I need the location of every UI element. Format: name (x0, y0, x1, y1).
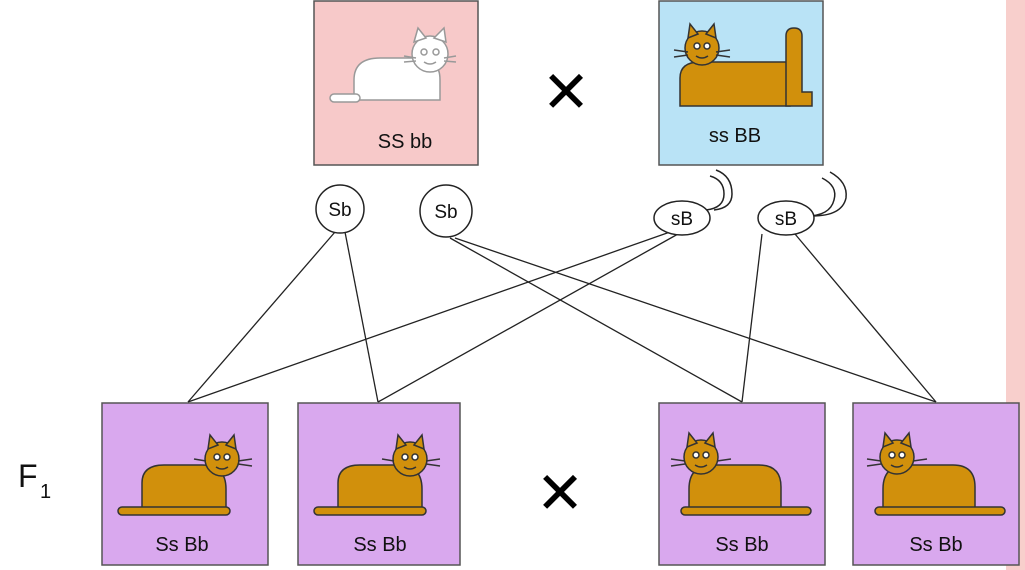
offspring-card-1: Ss Bb (101, 402, 269, 566)
parent-left-genotype: SS bb (378, 131, 432, 153)
parent-white-cat-card: SS bb (313, 0, 479, 166)
offspring-3-genotype: Ss Bb (715, 534, 768, 556)
line-g4-o3 (741, 233, 763, 403)
cross-lines (187, 231, 937, 403)
white-cat-icon (329, 26, 457, 103)
gamete-3-label: sB (671, 209, 693, 230)
line-g3-o2 (377, 233, 679, 403)
generation-subscript: 1 (40, 481, 51, 503)
orange-cat-icon (670, 431, 812, 516)
offspring-1-genotype: Ss Bb (155, 534, 208, 556)
gamete-1: Sb (315, 184, 365, 234)
orange-cat-icon (117, 433, 253, 516)
line-g2-o3 (449, 237, 743, 403)
orange-cat-icon (673, 22, 813, 107)
parent-cross-symbol: ✕ (542, 58, 591, 126)
line-g4-o4 (794, 233, 937, 403)
generation-prefix: F (18, 458, 38, 494)
parent-right-genotype: ss BB (709, 125, 761, 147)
offspring-cross-symbol: ✕ (536, 459, 585, 527)
gamete-3: sB (653, 169, 733, 236)
orange-cat-icon (866, 431, 1006, 516)
gamete-4-label: sB (775, 209, 797, 230)
offspring-card-4: Ss Bb (852, 402, 1020, 566)
gamete-1-label: Sb (328, 200, 351, 221)
offspring-2-genotype: Ss Bb (353, 534, 406, 556)
gamete-2-label: Sb (434, 202, 457, 223)
generation-label: F 1 (18, 458, 51, 503)
line-g3-o1 (187, 231, 671, 403)
offspring-4-genotype: Ss Bb (909, 534, 962, 556)
line-g1-o2 (344, 231, 379, 403)
line-g2-o4 (454, 237, 937, 403)
parent-orange-cat-card: ss BB (658, 0, 824, 166)
line-g1-o1 (187, 231, 336, 403)
offspring-card-2: Ss Bb (297, 402, 461, 566)
gamete-4: sB (757, 171, 847, 236)
gamete-2: Sb (419, 184, 473, 238)
offspring-card-3: Ss Bb (658, 402, 826, 566)
orange-cat-icon (313, 433, 441, 516)
